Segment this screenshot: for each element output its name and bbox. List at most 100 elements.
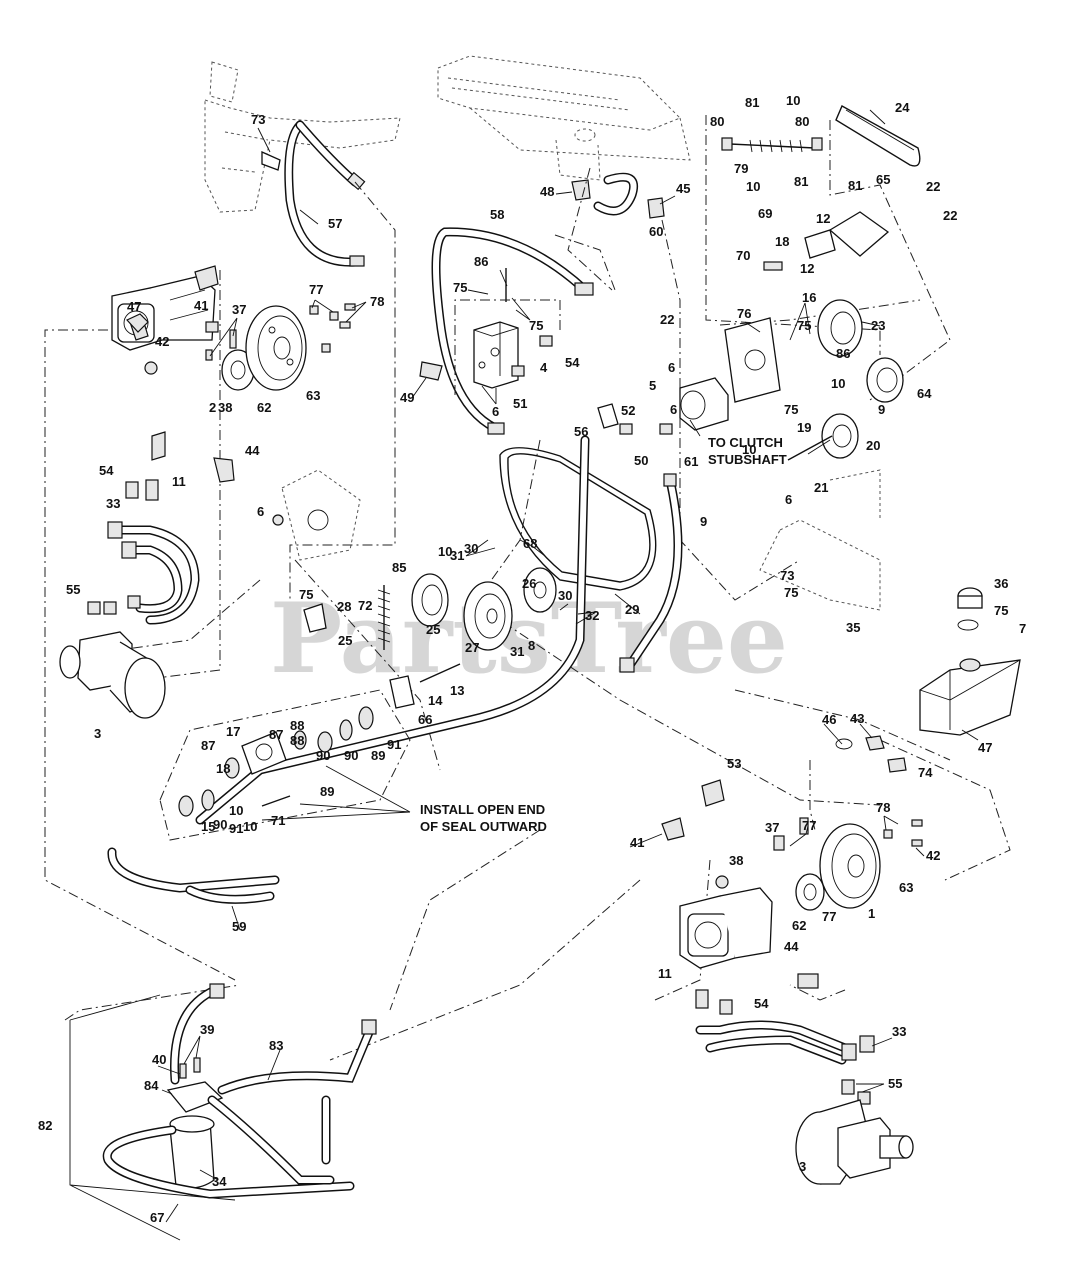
label-10b: 10 [746,179,760,194]
fittings-55-left [87,595,141,615]
label-83: 83 [269,1038,283,1053]
hub-62-right [795,873,825,911]
bracket-13 [389,675,415,709]
plate-6-left [272,469,361,561]
label-22c: 22 [660,312,674,327]
label-35: 36 [994,576,1008,591]
bracket-right-dotted [759,469,881,611]
label-54c: 54 [754,996,769,1011]
label-21: 21 [814,480,828,495]
label-91b: 10 [243,819,257,834]
pulley-16 [817,299,863,357]
label-47: 47 [127,299,141,314]
note-clutch-2: STUBSHAFT [708,452,787,467]
note-seal-1: INSTALL OPEN END [420,802,545,817]
label-41b: 37 [765,820,779,835]
label-38b: 62 [792,918,806,933]
label-46: 43 [850,711,864,726]
label-41: 41 [194,298,208,313]
label-89: 91 [387,737,401,752]
label-2: 2 [209,400,216,415]
label-29: 25 [426,622,440,637]
label-6e: 6 [785,492,792,507]
label-90: 89 [371,748,385,763]
label-75f: 35 [846,620,860,635]
label-60: 60 [649,224,663,239]
label-42: 42 [155,334,169,349]
label-14: 13 [450,683,464,698]
label-13: 66 [418,712,432,727]
tube-assembly-33-left [107,521,200,625]
label-25b: 14 [428,693,443,708]
belt-32 [499,447,657,591]
spring-79 [721,137,823,153]
label-76: 76 [737,306,751,321]
label-10d: 10 [831,376,845,391]
label-10: 10 [786,93,800,108]
label-57: 57 [328,216,342,231]
gearbox-5 [679,377,729,431]
label-27: 31 [510,644,524,659]
label-6b: 6 [492,404,499,419]
label-53: 41 [630,835,644,850]
label-51: 51 [513,396,527,411]
spring-85 [377,585,391,650]
valve-outline [454,299,561,395]
label-28: 26 [522,576,536,591]
label-19: 19 [797,420,811,435]
callout-line-82 [69,994,236,1241]
label-86b: 86 [836,346,850,361]
label-71: 46 [822,712,836,727]
label-68: 85 [392,560,406,575]
label-62b: 77 [822,909,836,924]
label-90c: 91 [229,821,243,836]
label-33: 33 [106,496,120,511]
label-73b: 75 [784,585,798,600]
fitting-49 [419,361,443,381]
label-20: 20 [866,438,880,453]
tube-56-down [195,435,590,825]
label-79: 79 [734,161,748,176]
label-49: 49 [400,390,414,405]
wheel-motor-3-right [795,1099,914,1185]
label-38: 38 [218,400,232,415]
label-55: 55 [66,582,80,597]
label-6c: 6 [668,360,675,375]
label-70: 70 [736,248,750,263]
label-81b: 81 [794,174,808,189]
label-6: 6 [257,504,264,519]
label-52: 52 [621,403,635,418]
label-55b: 55 [888,1076,902,1091]
label-91: 90 [344,748,358,763]
note-seal-2: OF SEAL OUTWARD [420,819,547,834]
bolt-14 [419,663,461,683]
label-34: 34 [212,1174,227,1189]
label-26: 30 [558,588,572,603]
label-88: 87 [201,738,215,753]
valve-block-4 [473,268,553,389]
label-58: 58 [490,207,504,222]
idler-68 [411,573,449,627]
label-75e: 28 [337,599,351,614]
label-12: 12 [816,211,830,226]
label-1: 44 [784,939,799,954]
label-54: 54 [99,463,114,478]
label-78: 78 [370,294,384,309]
label-25: 27 [465,640,479,655]
label-10e: 31 [450,548,464,563]
label-64: 64 [917,386,932,401]
label-12b: 12 [800,261,814,276]
label-44: 44 [245,443,260,458]
hose-82 [170,983,225,1085]
label-22: 22 [926,179,940,194]
label-5: 5 [649,378,656,393]
label-82: 82 [38,1118,52,1133]
label-3: 3 [94,726,101,741]
label-31: 30 [464,541,478,556]
label-7: 17 [226,724,240,739]
label-87b: 18 [216,761,230,776]
label-18b: 88 [290,733,304,748]
label-88b: 90 [316,748,330,763]
bearing-assembly-7 [159,689,411,841]
